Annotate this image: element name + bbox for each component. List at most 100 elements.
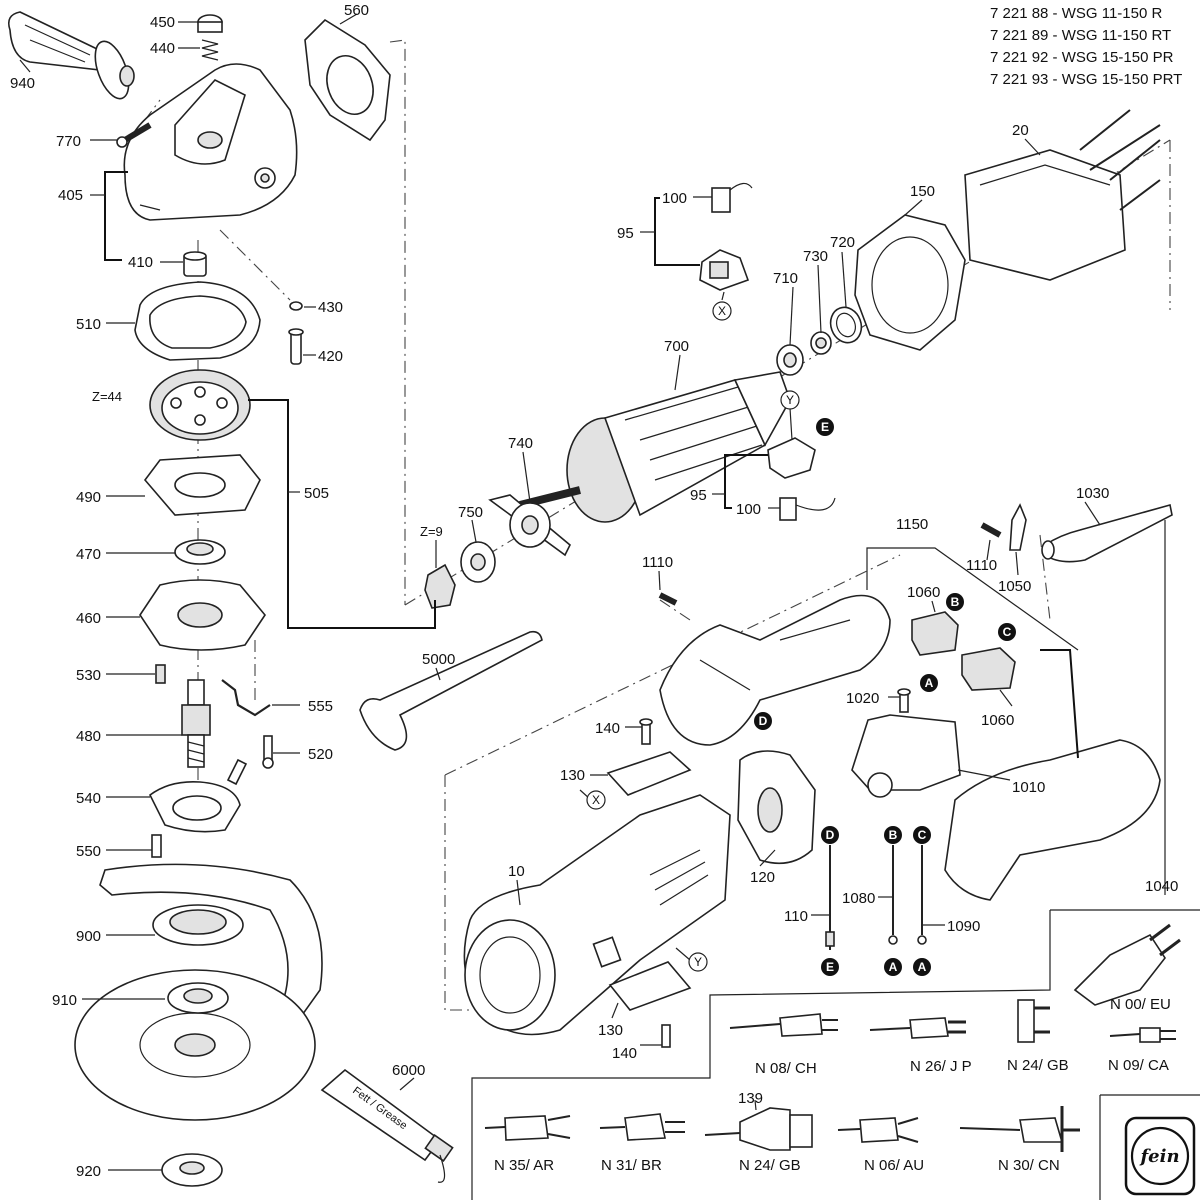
part-label: 5000 (422, 651, 455, 668)
part-label: 130 (560, 767, 585, 784)
ref-marker-x: X (712, 301, 732, 321)
part-label: 1030 (1076, 485, 1109, 502)
screw-140 (639, 718, 653, 745)
part-labels: 450 440 940 770 405 410 430 420 510 Z=44… (10, 2, 1178, 1180)
gasket-510 (134, 281, 261, 361)
part-label: 120 (750, 869, 775, 886)
part-label: 1110 (966, 557, 997, 574)
svg-text:Y: Y (694, 955, 702, 969)
connector-badge-a: A (913, 958, 931, 976)
part-label: 490 (76, 489, 101, 506)
plug-au (837, 1117, 919, 1143)
part-label: 420 (318, 348, 343, 365)
part-label: 95 (617, 225, 634, 242)
plug-label: N 31/ BR (601, 1157, 662, 1174)
part-label: 540 (76, 790, 101, 807)
svg-text:B: B (951, 595, 960, 609)
svg-text:E: E (826, 960, 834, 974)
part-label: 750 (458, 504, 483, 521)
part-label: 100 (662, 190, 687, 207)
plugs-panel (471, 909, 1200, 1200)
part-label: 510 (76, 316, 101, 333)
connector-badge-d: D (754, 712, 772, 730)
svg-text:D: D (759, 714, 768, 728)
part-label: 1040 (1145, 878, 1178, 895)
part-label: 740 (508, 435, 533, 452)
part-label: 405 (58, 187, 83, 204)
part-label: 940 (10, 75, 35, 92)
part-label: 10 (508, 863, 525, 880)
svg-text:E: E (821, 420, 829, 434)
part-label: 560 (344, 2, 369, 19)
part-label: 1010 (1012, 779, 1045, 796)
screw-1110 (980, 522, 1002, 538)
connector-badge-b: B (884, 826, 902, 844)
part-label: 700 (664, 338, 689, 355)
part-label: 730 (803, 248, 828, 265)
pinion-z9 (424, 563, 456, 609)
connector-badge-e: E (821, 958, 839, 976)
part-label: 1090 (947, 918, 980, 935)
connector-badge-c: C (913, 826, 931, 844)
part-label: 1020 (846, 690, 879, 707)
plug-eu (1073, 923, 1181, 1006)
ref-marker-y: Y (688, 952, 708, 972)
svg-text:C: C (1003, 625, 1012, 639)
plug-labels: N 00/ EU N 08/ CH N 26/ J P N 24/ GB N 0… (494, 996, 1171, 1174)
svg-text:X: X (592, 793, 600, 807)
screw-550 (151, 834, 162, 858)
spanner-5000 (359, 630, 543, 751)
capacitor-1060 (961, 647, 1016, 691)
part-label: 460 (76, 610, 101, 627)
svg-text:A: A (925, 676, 934, 690)
stator-20 (964, 109, 1161, 281)
bevel-gear-z44 (149, 369, 251, 441)
grease-tube-6000: Fett / Grease (320, 1068, 454, 1183)
svg-text:A: A (918, 960, 927, 974)
grinding-disc-910 (74, 969, 316, 1121)
plug-label: N 09/ CA (1108, 1057, 1169, 1074)
svg-text:B: B (889, 828, 898, 842)
needle-bearing-410 (183, 251, 207, 277)
screw-1110 (658, 592, 678, 606)
part-label: 450 (150, 14, 175, 31)
svg-text:D: D (826, 828, 835, 842)
bearing-730 (810, 331, 832, 355)
gear-housing-405 (123, 63, 298, 221)
part-label: 100 (736, 501, 761, 518)
part-label: 1050 (998, 578, 1031, 595)
washer-430 (289, 301, 303, 311)
plug-ca (1109, 1027, 1176, 1043)
armature-700 (519, 371, 791, 523)
part-label: 410 (128, 254, 153, 271)
fan-cover-560 (304, 18, 391, 142)
part-label: 480 (76, 728, 101, 745)
spindle-480 (181, 679, 211, 768)
part-label: 1080 (842, 890, 875, 907)
screw-530 (155, 664, 166, 684)
screw-1020 (897, 688, 911, 713)
plug-gb-139 (704, 1107, 813, 1151)
side-handle-940 (7, 11, 135, 100)
fan-baffle-740 (488, 494, 571, 557)
model-line: 7 221 88 - WSG 11-150 R (990, 5, 1162, 22)
model-line: 7 221 89 - WSG 11-150 RT (990, 27, 1171, 44)
connector-badge-d: D (821, 826, 839, 844)
plug-label: N 00/ EU (1110, 996, 1171, 1013)
clamping-nut-920 (161, 1153, 223, 1187)
switch-1010 (851, 714, 961, 798)
part-label: 110 (784, 908, 808, 925)
air-guide-150 (854, 214, 966, 351)
model-list: 7 221 88 - WSG 11-150 R 7 221 89 - WSG 1… (990, 5, 1182, 88)
plug-label: N 26/ J P (910, 1058, 972, 1075)
logo-text: fein (1138, 1146, 1179, 1167)
part-label: 130 (598, 1022, 623, 1039)
part-label: 505 (304, 485, 329, 502)
part-label: 910 (52, 992, 77, 1009)
carbon-brush-100 (779, 497, 836, 521)
connector-badges: E B C A D D B C E A A (754, 418, 1016, 976)
part-label: Z=9 (420, 524, 443, 539)
plug-label: N 08/ CH (755, 1060, 817, 1077)
svg-text:A: A (889, 960, 898, 974)
part-label: 550 (76, 843, 101, 860)
